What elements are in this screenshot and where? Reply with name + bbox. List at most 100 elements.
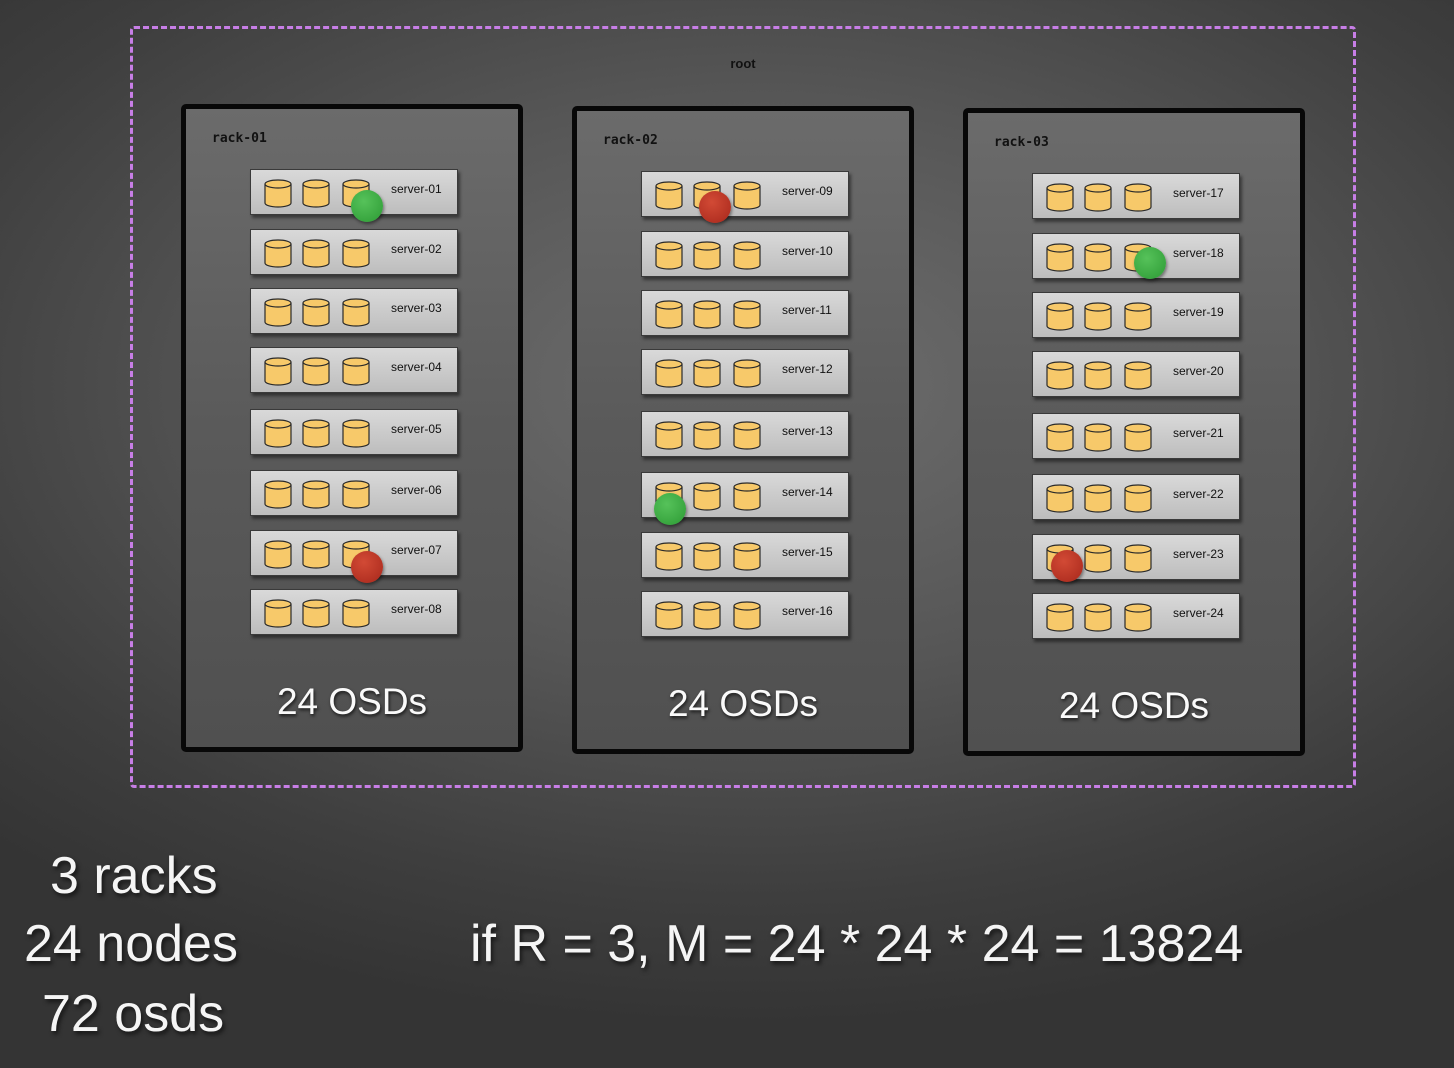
server-node: server-16 xyxy=(641,591,849,637)
osd-disk-icon xyxy=(1124,484,1152,513)
server-node: server-02 xyxy=(250,229,458,275)
osd-disk-icon xyxy=(693,421,721,450)
osd-disk-icon xyxy=(342,239,370,268)
server-name: server-05 xyxy=(391,422,442,436)
osd-disk-icon xyxy=(1124,544,1152,573)
osd-disk-icon xyxy=(693,359,721,388)
osd-disk-icon xyxy=(1084,243,1112,272)
server-node: server-06 xyxy=(250,470,458,516)
server-node: server-07 xyxy=(250,530,458,583)
server-node: server-09 xyxy=(641,171,849,223)
server-name: server-06 xyxy=(391,483,442,497)
server-name: server-21 xyxy=(1173,426,1224,440)
osd-disk-icon xyxy=(264,599,292,628)
osd-disk-icon xyxy=(733,359,761,388)
osd-disk-icon xyxy=(264,480,292,509)
osd-disk-icon xyxy=(655,601,683,630)
osd-disk-icon xyxy=(693,300,721,329)
rack-osd-total: 24 OSDs xyxy=(1058,685,1210,726)
server-name: server-13 xyxy=(782,424,833,438)
osd-disk-icon xyxy=(1084,484,1112,513)
osd-disk-icon xyxy=(302,239,330,268)
osd-disk-icon xyxy=(302,599,330,628)
server-node: server-22 xyxy=(1032,474,1240,520)
server-node: server-12 xyxy=(641,349,849,395)
server-name: server-02 xyxy=(391,242,442,256)
osd-disk-icon xyxy=(1084,603,1112,632)
osd-disk-icon xyxy=(342,298,370,327)
server-node: server-20 xyxy=(1032,351,1240,397)
server-name: server-15 xyxy=(782,545,833,559)
osd-disk-icon xyxy=(1046,243,1074,272)
server-node: server-11 xyxy=(641,290,849,336)
server-name: server-19 xyxy=(1173,305,1224,319)
rack-osd-total: 24 OSDs xyxy=(276,681,428,722)
osd-disk-icon xyxy=(693,482,721,511)
osd-disk-icon xyxy=(655,300,683,329)
osd-disk-icon xyxy=(733,421,761,450)
osd-disk-icon xyxy=(1046,302,1074,331)
server-node: server-19 xyxy=(1032,292,1240,338)
osd-disk-icon xyxy=(1046,484,1074,513)
rack-label: rack-03 xyxy=(994,135,1049,150)
primary-replica-marker xyxy=(1134,247,1166,279)
rack-label: rack-02 xyxy=(603,133,658,148)
osd-disk-icon xyxy=(342,419,370,448)
osd-disk-icon xyxy=(264,298,292,327)
osd-disk-icon xyxy=(693,601,721,630)
server-node: server-08 xyxy=(250,589,458,635)
osd-disk-icon xyxy=(733,601,761,630)
server-name: server-01 xyxy=(391,182,442,196)
osd-disk-icon xyxy=(1124,423,1152,452)
server-node: server-04 xyxy=(250,347,458,393)
osd-disk-icon xyxy=(1124,361,1152,390)
osd-disk-icon xyxy=(342,599,370,628)
osd-disk-icon xyxy=(733,181,761,210)
replication-formula: if R = 3, M = 24 * 24 * 24 = 13824 xyxy=(470,915,1244,973)
server-node: server-24 xyxy=(1032,593,1240,639)
osd-disk-icon xyxy=(693,241,721,270)
rack-osd-total: 24 OSDs xyxy=(667,683,819,724)
osd-disk-icon xyxy=(1084,544,1112,573)
server-name: server-07 xyxy=(391,543,442,557)
osd-disk-icon xyxy=(1046,603,1074,632)
server-name: server-22 xyxy=(1173,487,1224,501)
server-node: server-13 xyxy=(641,411,849,457)
server-name: server-03 xyxy=(391,301,442,315)
osd-disk-icon xyxy=(733,241,761,270)
server-node: server-15 xyxy=(641,532,849,578)
server-name: server-20 xyxy=(1173,364,1224,378)
osd-disk-icon xyxy=(1084,361,1112,390)
root-bucket-outline xyxy=(130,26,1356,788)
osd-disk-icon xyxy=(1124,183,1152,212)
osd-disk-icon xyxy=(302,540,330,569)
osd-disk-icon xyxy=(733,300,761,329)
server-node: server-03 xyxy=(250,288,458,334)
server-name: server-17 xyxy=(1173,186,1224,200)
summary-nodes: 24 nodes xyxy=(24,915,238,973)
server-node: server-01 xyxy=(250,169,458,222)
server-name: server-12 xyxy=(782,362,833,376)
osd-disk-icon xyxy=(655,181,683,210)
osd-disk-icon xyxy=(655,359,683,388)
osd-disk-icon xyxy=(693,542,721,571)
osd-disk-icon xyxy=(302,179,330,208)
osd-disk-icon xyxy=(302,298,330,327)
server-name: server-14 xyxy=(782,485,833,499)
osd-disk-icon xyxy=(264,179,292,208)
osd-disk-icon xyxy=(655,421,683,450)
server-name: server-16 xyxy=(782,604,833,618)
server-node: server-17 xyxy=(1032,173,1240,219)
server-name: server-04 xyxy=(391,360,442,374)
replica-marker xyxy=(1051,550,1083,582)
osd-disk-icon xyxy=(655,241,683,270)
osd-disk-icon xyxy=(1084,423,1112,452)
osd-disk-icon xyxy=(302,357,330,386)
server-name: server-24 xyxy=(1173,606,1224,620)
osd-disk-icon xyxy=(655,542,683,571)
server-name: server-08 xyxy=(391,602,442,616)
server-node: server-23 xyxy=(1032,534,1240,582)
osd-disk-icon xyxy=(1046,361,1074,390)
rack-label: rack-01 xyxy=(212,131,267,146)
